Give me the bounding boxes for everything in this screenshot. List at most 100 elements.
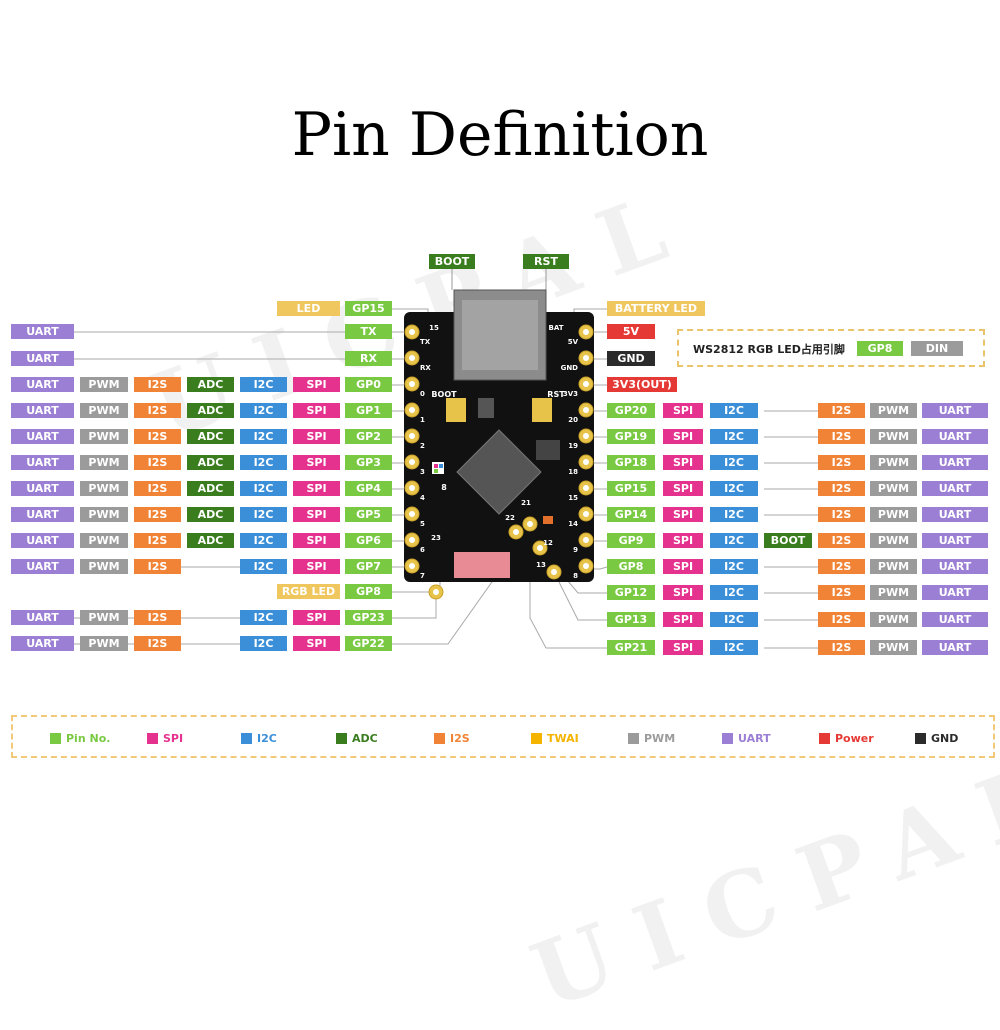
left-pad-hole [409,459,415,465]
usb-shell [462,300,538,370]
legend-label: UART [738,732,771,745]
legend-swatch [628,733,639,744]
right-func-spi: SPI [663,612,703,627]
bottom-pad-label: 22 [505,514,515,522]
ws2812-text: WS2812 RGB LED占用引脚 [693,343,845,356]
left-func-rgb-led: RGB LED [277,584,340,599]
legend-label: SPI [163,732,184,745]
mcu-chip [456,429,542,515]
right-func-uart: UART [922,481,988,496]
regulator [536,440,560,460]
right-func-pwm: PWM [870,585,917,600]
left-func-spi: SPI [293,610,340,625]
right-pin-8: GP14 [607,507,655,522]
left-pin-7: GP4 [345,481,392,496]
bottom-pad-hole [537,545,543,551]
left-pin-11: GP8 [345,584,392,599]
right-pad-label: 14 [568,520,578,528]
right-func-uart: UART [922,403,988,418]
right-func-pwm: PWM [870,612,917,627]
right-pad-label: 8 [573,572,578,580]
left-func-i2c: I2C [240,429,287,444]
left-func-uart: UART [11,481,74,496]
right-func-i2c: I2C [710,640,758,655]
right-func-i2s: I2S [818,455,865,470]
left-func-i2s: I2S [134,377,181,392]
left-pin-10: GP7 [345,559,392,574]
legend-swatch [434,733,445,744]
left-func-pwm: PWM [80,403,128,418]
left-func-i2s: I2S [134,455,181,470]
left-func-adc: ADC [187,429,234,444]
left-pad-label: 6 [420,546,425,554]
right-pin-0: BATTERY LED [607,301,705,316]
right-pad-label: 15 [568,494,578,502]
right-func-uart: UART [922,612,988,627]
left-pad-hole [409,329,415,335]
right-func-pwm: PWM [870,481,917,496]
legend-swatch [147,733,158,744]
left-func-uart: UART [11,533,74,548]
left-func-uart: UART [11,351,74,366]
right-pin-9: GP9 [607,533,655,548]
right-func-uart: UART [922,559,988,574]
legend-swatch [241,733,252,744]
right-func-i2c: I2C [710,455,758,470]
right-func-i2s: I2S [818,481,865,496]
left-pad-label: 7 [420,572,425,580]
right-pin-12: GP13 [607,612,655,627]
left-func-i2c: I2C [240,481,287,496]
right-func-spi: SPI [663,559,703,574]
left-func-spi: SPI [293,507,340,522]
right-pad-hole [583,485,589,491]
right-func-spi: SPI [663,403,703,418]
left-func-pwm: PWM [80,559,128,574]
right-func-i2c: I2C [710,585,758,600]
right-pin-13: GP21 [607,640,655,655]
left-pin-9: GP6 [345,533,392,548]
left-pin-4: GP1 [345,403,392,418]
right-pin-1: 5V [607,324,655,339]
left-func-uart: UART [11,636,74,651]
legend-label: Power [835,732,874,745]
right-pad-hole [583,329,589,335]
boot-label: BOOT [429,254,475,269]
left-func-uart: UART [11,455,74,470]
right-pin-7: GP15 [607,481,655,496]
rgb-led-number: 8 [441,483,447,492]
right-pin-4: GP20 [607,403,655,418]
left-pad-hole [409,511,415,517]
right-func-i2s: I2S [818,559,865,574]
right-pad-label: 5V [568,338,579,346]
right-func-spi: SPI [663,455,703,470]
right-func-uart: UART [922,429,988,444]
right-func-spi: SPI [663,429,703,444]
left-pin-6: GP3 [345,455,392,470]
left-func-uart: UART [11,559,74,574]
left-pad-label: 2 [420,442,425,450]
left-pad-label: TX [420,338,431,346]
right-pin-5: GP19 [607,429,655,444]
left-func-i2c: I2C [240,636,287,651]
left-func-spi: SPI [293,377,340,392]
left-pad-label: 4 [420,494,425,502]
rgb-led-g [434,469,438,473]
right-pin-6: GP18 [607,455,655,470]
pin-diagram: UICPAL UICPAL Pin Definition BOOTRST8TXR… [11,100,1000,1030]
power-led [543,516,553,524]
left-func-pwm: PWM [80,533,128,548]
legend-label: TWAI [547,732,579,745]
bottom-pad-label: 23 [431,534,441,542]
antenna-component [478,398,494,418]
right-func-pwm: PWM [870,533,917,548]
right-func-i2s: I2S [818,640,865,655]
right-func-i2c: I2C [710,403,758,418]
right-func-spi: SPI [663,533,703,548]
right-func-uart: UART [922,507,988,522]
left-pad-label: 5 [420,520,425,528]
left-func-uart: UART [11,610,74,625]
right-func-boot: BOOT [764,533,812,548]
left-func-pwm: PWM [80,610,128,625]
right-pin-3: 3V3(OUT) [607,377,677,392]
